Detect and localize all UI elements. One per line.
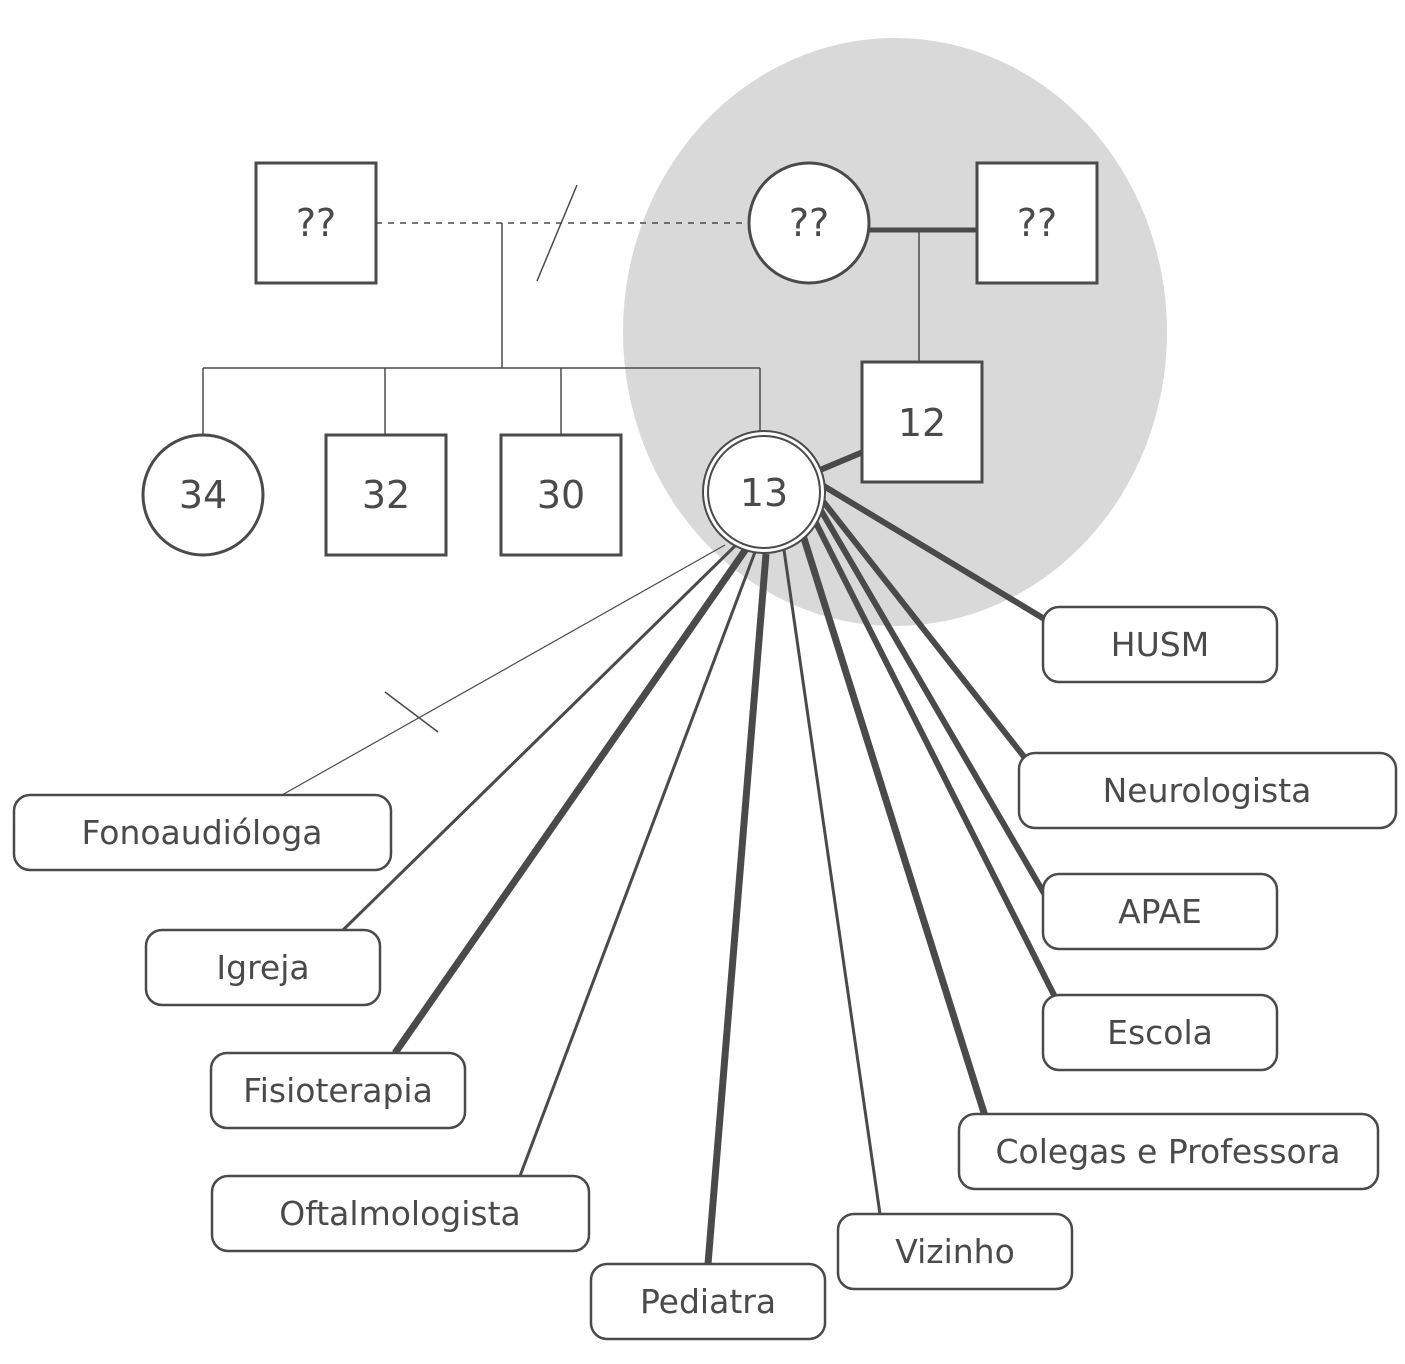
link-vizinho xyxy=(782,549,882,1215)
stepfather-node xyxy=(975,161,1099,285)
link-apae xyxy=(816,505,1048,897)
box-neurologista xyxy=(1017,751,1398,830)
box-apae xyxy=(1041,872,1279,951)
mother-label: ?? xyxy=(789,201,829,245)
broken-link-mark xyxy=(384,691,439,733)
link-pediatra xyxy=(704,553,770,1265)
stepfather-label: ?? xyxy=(1017,201,1057,245)
sibling-label-34: 34 xyxy=(179,473,227,517)
box-husm xyxy=(1041,605,1279,684)
label-colegas: Colegas e Professora xyxy=(996,1132,1341,1171)
father-node xyxy=(254,161,378,285)
box-colegas xyxy=(957,1112,1380,1191)
box-escola xyxy=(1041,993,1279,1072)
half-brother-node xyxy=(860,360,984,484)
label-pediatra: Pediatra xyxy=(640,1282,776,1321)
label-vizinho: Vizinho xyxy=(895,1232,1015,1271)
box-igreja xyxy=(144,928,382,1007)
sibling-node-32 xyxy=(324,433,448,557)
link-escola xyxy=(810,515,1058,999)
label-escola: Escola xyxy=(1107,1013,1213,1052)
sibling-node-30 xyxy=(499,433,623,557)
label-husm: HUSM xyxy=(1111,625,1209,664)
label-fisioterapia: Fisioterapia xyxy=(243,1071,433,1110)
link-husm xyxy=(820,482,1048,623)
label-oftalmologista: Oftalmologista xyxy=(279,1194,521,1233)
box-fisioterapia xyxy=(209,1051,467,1130)
father-label: ?? xyxy=(296,201,336,245)
box-vizinho xyxy=(836,1212,1074,1291)
box-oftalmologista xyxy=(210,1174,591,1253)
label-fonoaudiologa: Fonoaudióloga xyxy=(81,813,322,852)
sibling-node-34 xyxy=(141,433,265,557)
household-region xyxy=(623,38,1167,626)
separation-mark xyxy=(536,184,578,282)
box-fonoaudiologa xyxy=(12,793,393,872)
sibling-label-32: 32 xyxy=(362,473,410,517)
label-apae: APAE xyxy=(1118,892,1202,931)
label-neurologista: Neurologista xyxy=(1103,771,1312,810)
link-fisioterapia xyxy=(392,546,749,1056)
label-igreja: Igreja xyxy=(216,948,309,987)
half-brother-label: 12 xyxy=(898,401,946,445)
link-12 xyxy=(818,449,865,473)
link-colegas xyxy=(798,530,989,1118)
link-neurologista xyxy=(819,498,1028,760)
index-person-node xyxy=(707,435,821,549)
index-person-label: 13 xyxy=(740,471,788,515)
link-oftalmologista xyxy=(518,551,757,1177)
box-pediatra xyxy=(589,1262,827,1341)
sibling-label-30: 30 xyxy=(537,473,585,517)
link-igreja xyxy=(341,543,738,932)
link-fonoaudiologa xyxy=(281,544,726,796)
mother-node xyxy=(747,161,871,285)
